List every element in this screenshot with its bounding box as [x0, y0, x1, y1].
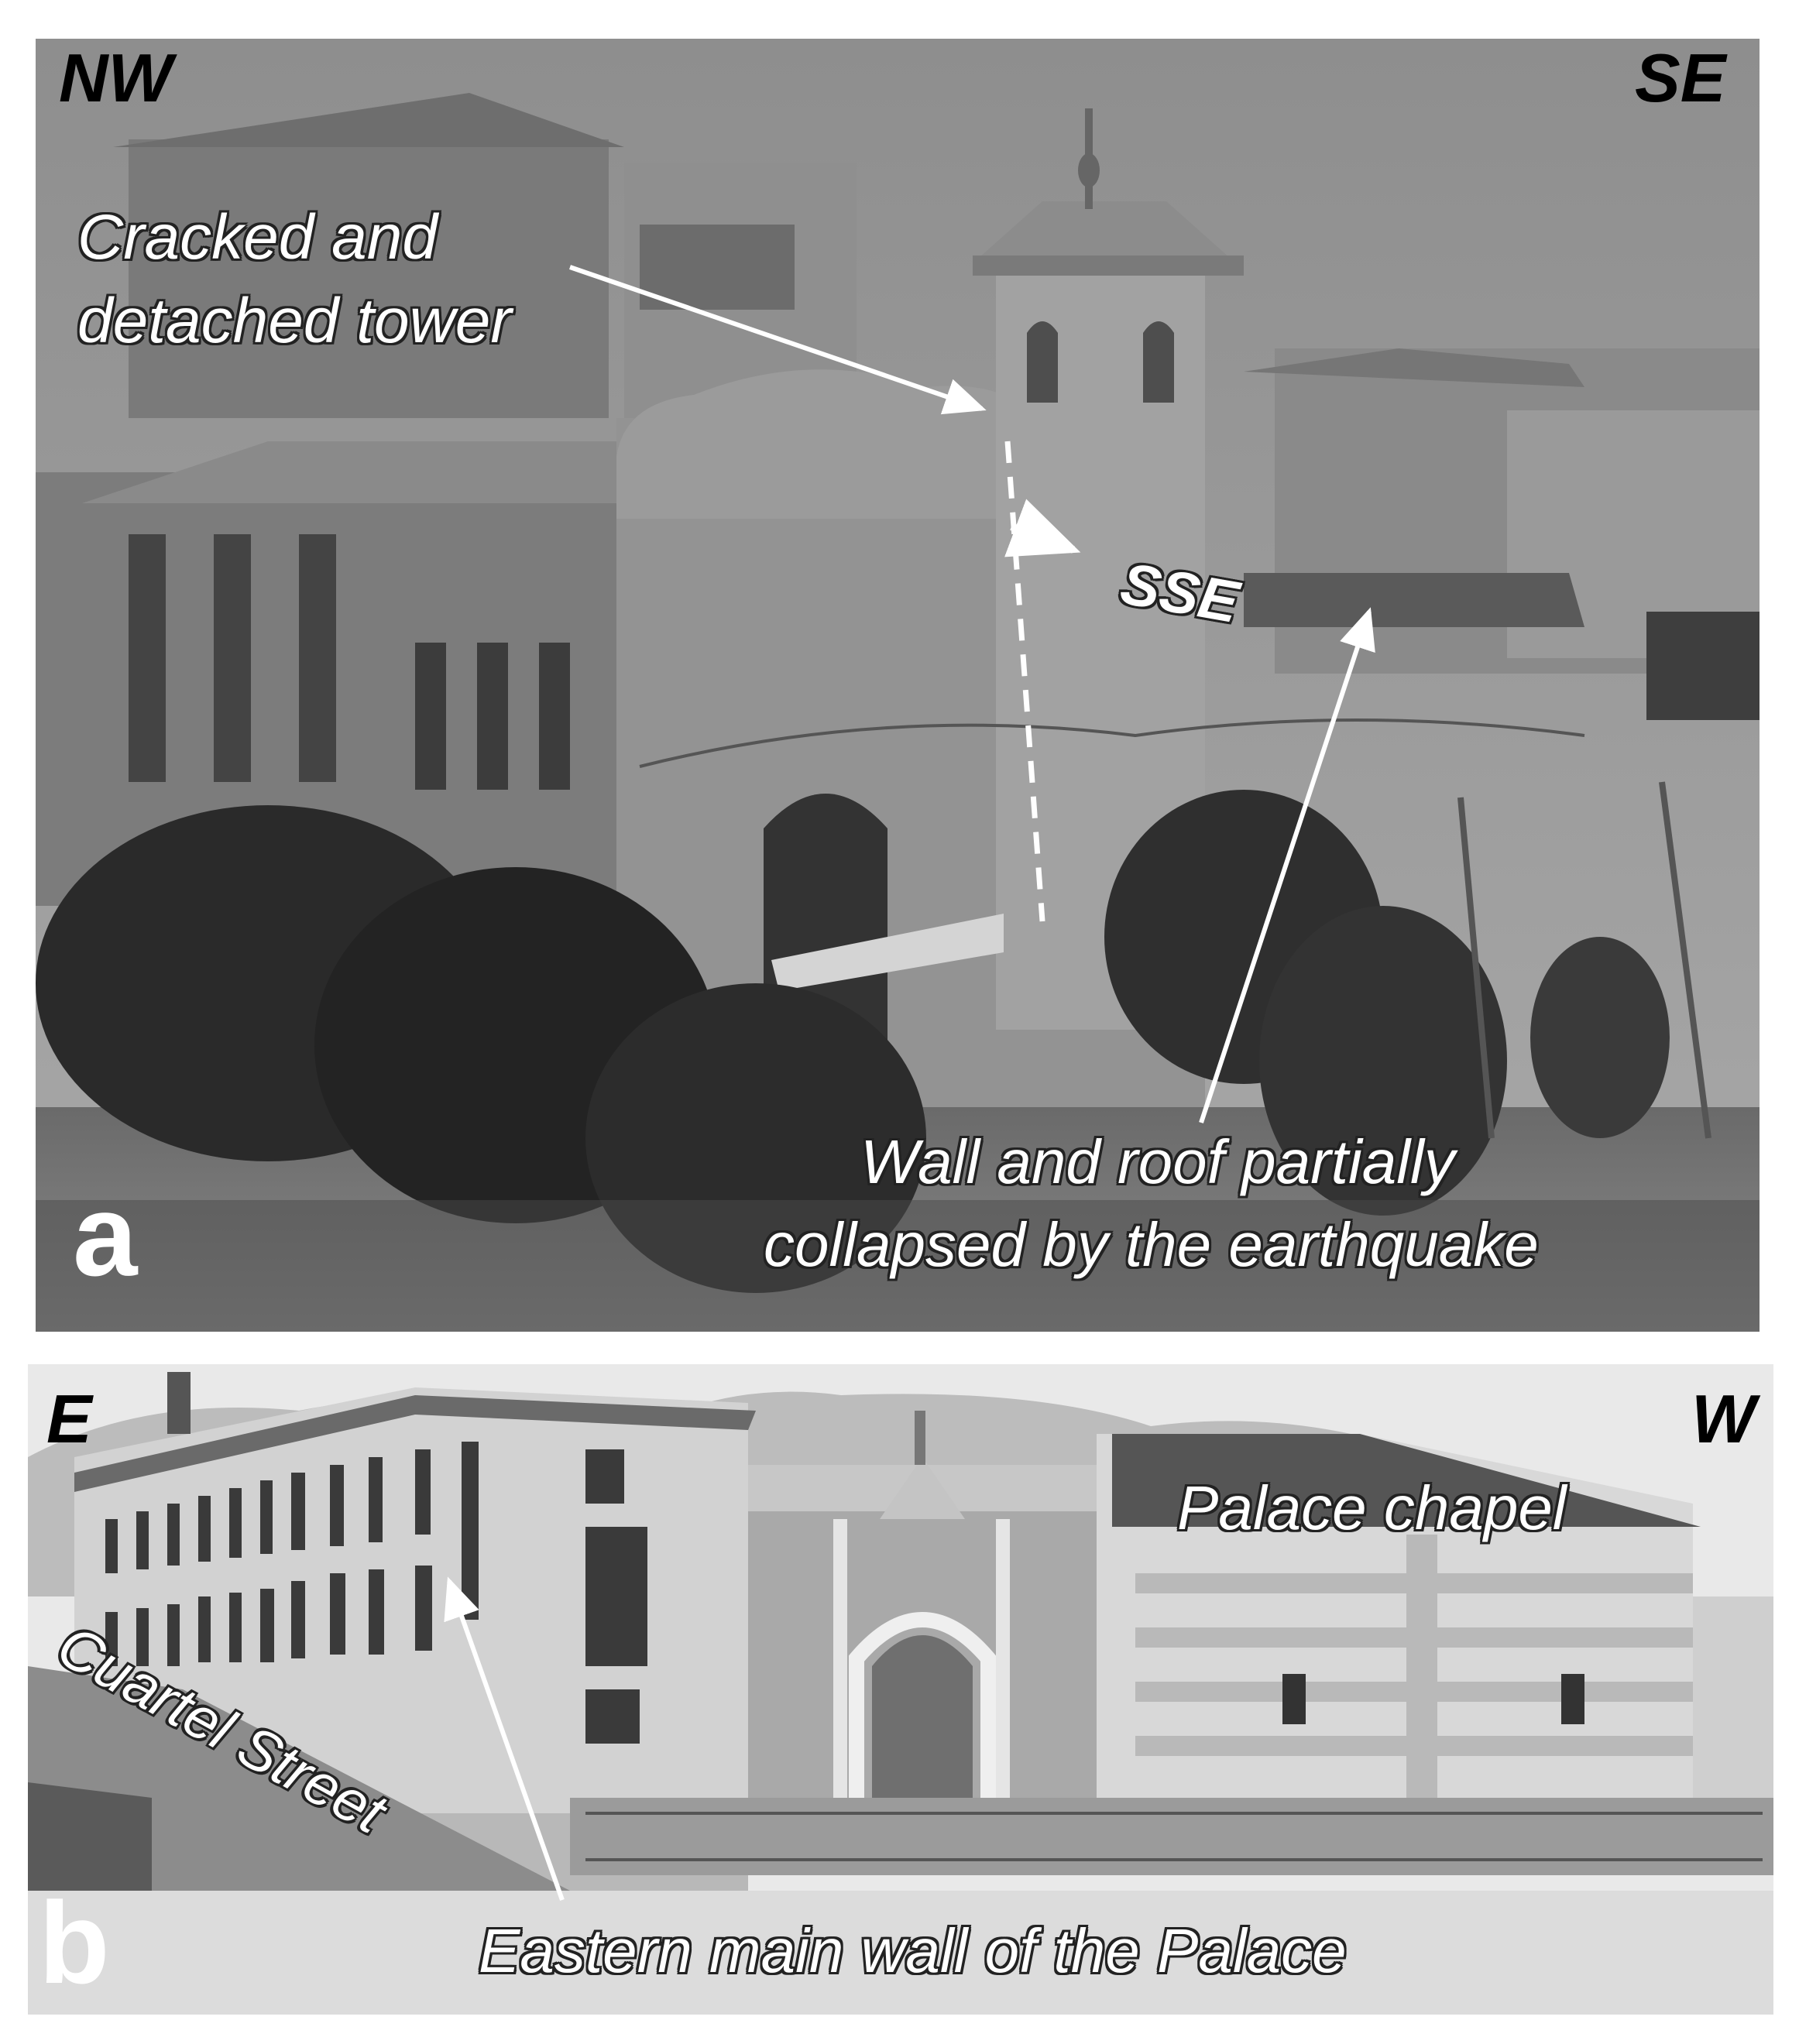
compass-e-label: E [46, 1380, 92, 1457]
palace-photo-b [28, 1364, 1773, 2015]
tower-label-line1: Cracked and [77, 202, 438, 273]
compass-nw-label: NW [59, 39, 173, 116]
panel-b-letter: b [39, 1878, 110, 2008]
eastern-wall-label: Eastern main wall of the Palace [479, 1916, 1347, 1985]
wall-label-line1: Wall and roof partially [860, 1127, 1455, 1196]
compass-w-label: W [1691, 1380, 1756, 1457]
panel-a-letter: a [73, 1170, 138, 1300]
photo-panel-b: E W Palace chapel Cuartel Street Eastern… [28, 1364, 1773, 2015]
wall-label-line2: collapsed by the earthquake [764, 1210, 1539, 1279]
palace-chapel-label: Palace chapel [1177, 1473, 1567, 1542]
church-photo-a [36, 39, 1760, 1332]
photo-panel-a: NW SE Cracked and detached tower SSE Wal… [36, 39, 1760, 1332]
tower-label-line2: detached tower [77, 286, 512, 356]
compass-se-label: SE [1635, 39, 1726, 116]
